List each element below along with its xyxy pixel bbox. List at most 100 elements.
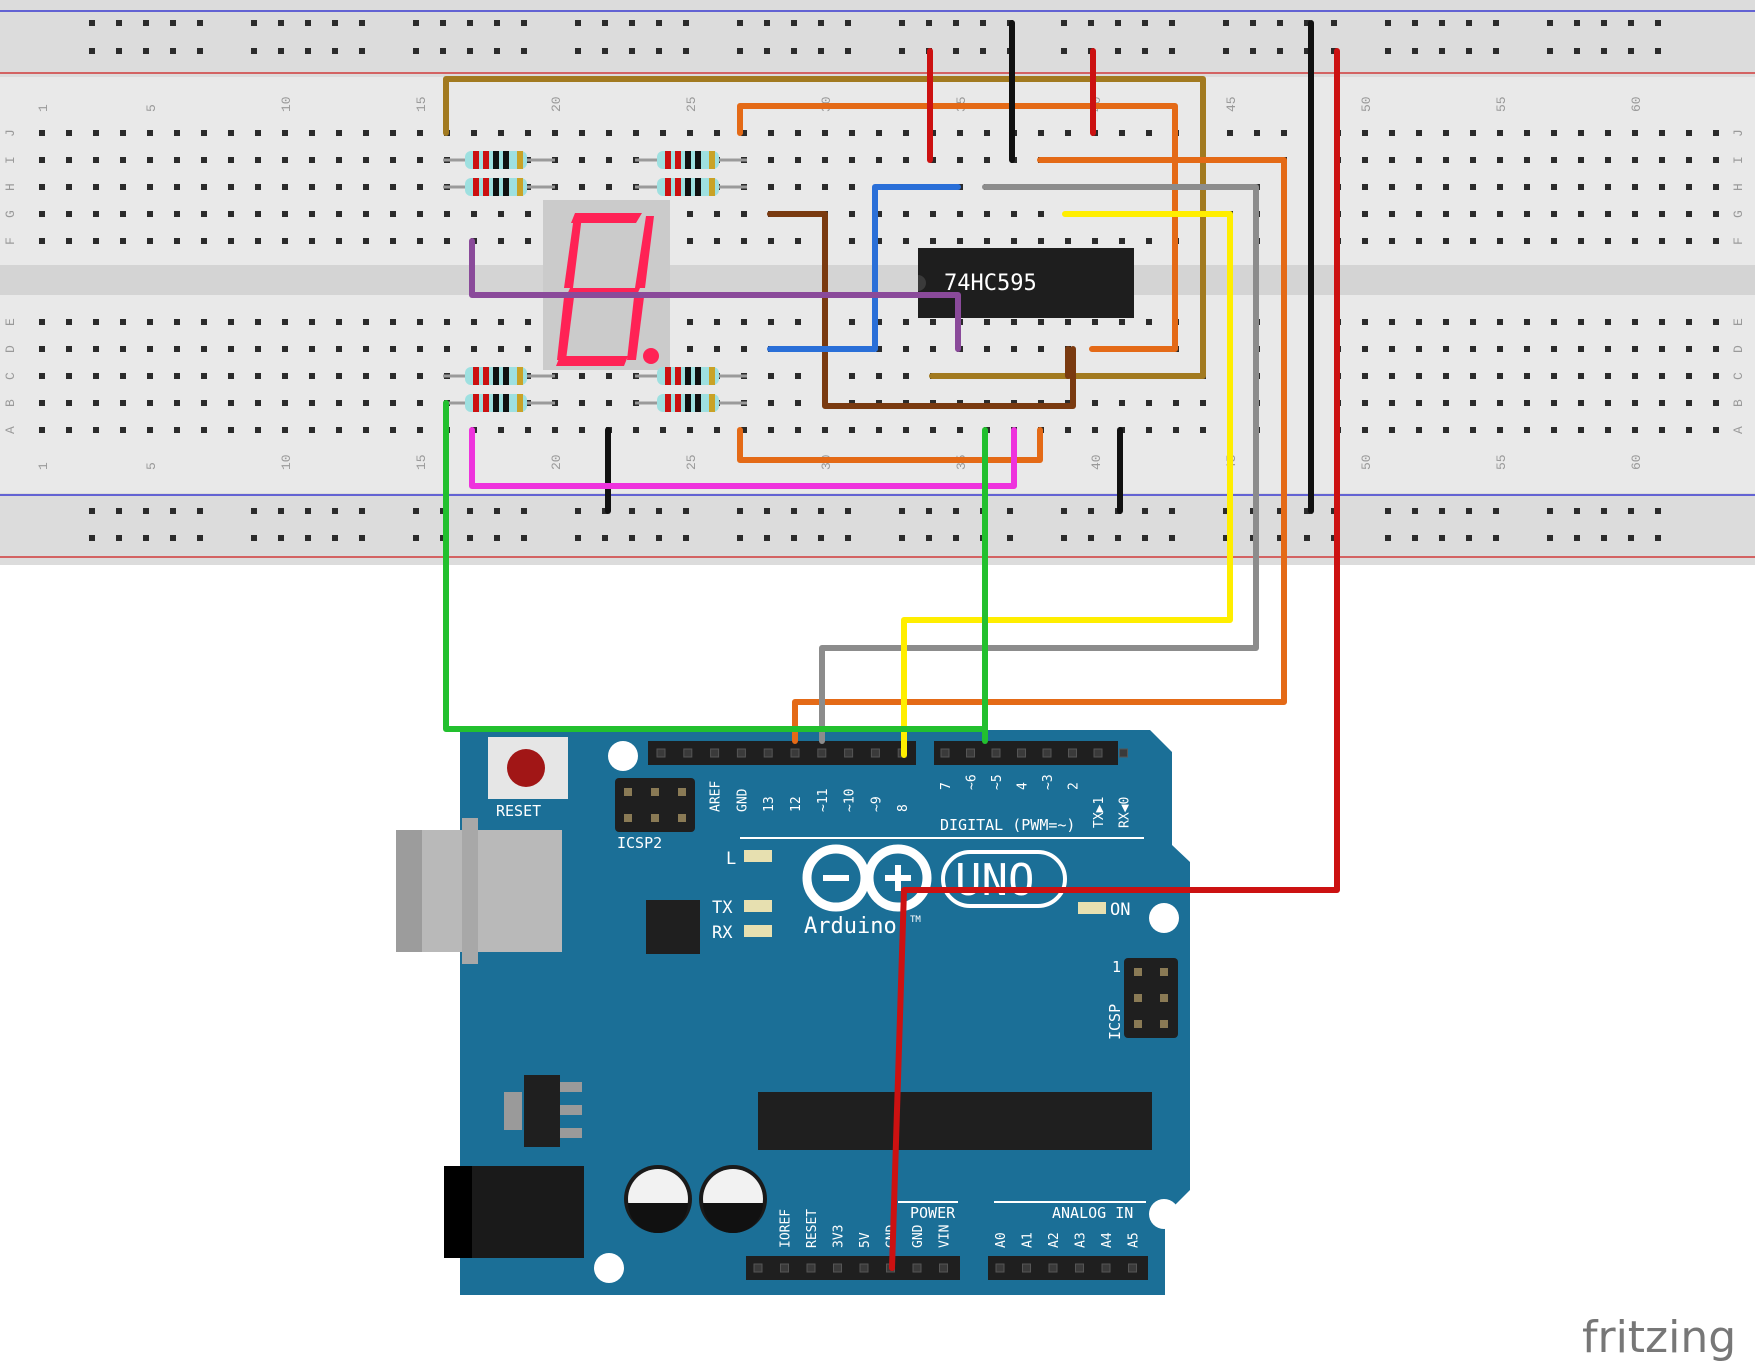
breadboard-hole bbox=[1389, 184, 1395, 190]
breadboard-hole bbox=[849, 427, 855, 433]
header-pin bbox=[833, 1263, 842, 1273]
breadboard-hole bbox=[1443, 319, 1449, 325]
breadboard-hole bbox=[795, 427, 801, 433]
column-number: 50 bbox=[1359, 96, 1374, 112]
breadboard-hole bbox=[1659, 238, 1665, 244]
breadboard-hole bbox=[876, 346, 882, 352]
rail-hole bbox=[521, 508, 527, 514]
breadboard-hole bbox=[1713, 319, 1719, 325]
resistor-band bbox=[517, 367, 523, 385]
breadboard-hole bbox=[579, 157, 585, 163]
breadboard-hole bbox=[1389, 319, 1395, 325]
rail-hole bbox=[1493, 508, 1499, 514]
resistor-band bbox=[695, 151, 701, 169]
rail-hole bbox=[1412, 508, 1418, 514]
breadboard-hole bbox=[741, 319, 747, 325]
rail-hole bbox=[1142, 508, 1148, 514]
header-pin bbox=[678, 788, 686, 796]
wire-olive bbox=[443, 76, 1206, 379]
rail-hole bbox=[1655, 20, 1661, 26]
rail-hole bbox=[116, 48, 122, 54]
rail-hole bbox=[737, 20, 743, 26]
rail-hole bbox=[1385, 535, 1391, 541]
rail-hole bbox=[602, 535, 608, 541]
breadboard-hole bbox=[1470, 319, 1476, 325]
breadboard-hole bbox=[903, 157, 909, 163]
breadboard-hole bbox=[1497, 373, 1503, 379]
rail-hole bbox=[1169, 535, 1175, 541]
breadboard-hole bbox=[201, 184, 207, 190]
rail-hole bbox=[1574, 20, 1580, 26]
rail-hole bbox=[521, 535, 527, 541]
row-letter: F bbox=[3, 237, 18, 245]
breadboard-hole bbox=[1362, 184, 1368, 190]
rail-hole bbox=[467, 20, 473, 26]
power-analog-header-pins bbox=[753, 1263, 1137, 1273]
rail-hole bbox=[926, 535, 932, 541]
wire-green-1 bbox=[443, 400, 988, 732]
rail-hole bbox=[926, 508, 932, 514]
resistor-band bbox=[503, 394, 509, 412]
breadboard-hole bbox=[1443, 184, 1449, 190]
header-pin bbox=[859, 1263, 869, 1273]
rail-hole bbox=[1061, 535, 1067, 541]
breadboard-hole bbox=[741, 211, 747, 217]
rail-hole bbox=[656, 535, 662, 541]
header-pin bbox=[1022, 1263, 1031, 1273]
header-pin bbox=[940, 748, 950, 758]
analog-pin-label: A0 bbox=[994, 1232, 1009, 1248]
breadboard-hole bbox=[120, 400, 126, 406]
breadboard-hole bbox=[1389, 400, 1395, 406]
rail-hole bbox=[305, 20, 311, 26]
breadboard-hole bbox=[687, 130, 693, 136]
reset-button[interactable] bbox=[507, 749, 545, 787]
breadboard-hole bbox=[1713, 157, 1719, 163]
breadboard-hole bbox=[984, 157, 990, 163]
row-letter: H bbox=[3, 183, 18, 191]
breadboard-hole bbox=[957, 211, 963, 217]
usb-connector-flange bbox=[462, 818, 478, 964]
rail-hole bbox=[197, 535, 203, 541]
analog-pin-label: A1 bbox=[1021, 1232, 1036, 1248]
breadboard-hole bbox=[201, 157, 207, 163]
breadboard-hole bbox=[1416, 157, 1422, 163]
breadboard-hole bbox=[363, 238, 369, 244]
column-number: 10 bbox=[279, 454, 294, 470]
breadboard-hole bbox=[1551, 238, 1557, 244]
breadboard-hole bbox=[1497, 346, 1503, 352]
mounting-hole bbox=[1149, 1199, 1179, 1229]
breadboard-hole bbox=[903, 319, 909, 325]
rail-hole bbox=[170, 48, 176, 54]
digital-pin-label: AREF bbox=[709, 781, 724, 812]
breadboard-hole bbox=[1551, 400, 1557, 406]
breadboard-hole bbox=[876, 157, 882, 163]
breadboard-hole bbox=[390, 427, 396, 433]
breadboard-hole bbox=[1389, 211, 1395, 217]
breadboard-hole bbox=[309, 400, 315, 406]
breadboard-hole bbox=[444, 211, 450, 217]
breadboard-hole bbox=[1200, 400, 1206, 406]
resistor-band bbox=[709, 394, 715, 412]
breadboard-hole bbox=[876, 238, 882, 244]
analog-pin-label: A5 bbox=[1127, 1232, 1142, 1248]
breadboard-hole bbox=[1524, 157, 1530, 163]
breadboard-hole bbox=[1605, 319, 1611, 325]
icsp2-pins bbox=[624, 788, 686, 822]
breadboard-hole bbox=[309, 211, 315, 217]
breadboard-hole bbox=[1686, 319, 1692, 325]
rail-hole bbox=[1223, 20, 1229, 26]
rail-hole bbox=[440, 48, 446, 54]
rail-hole bbox=[953, 48, 959, 54]
breadboard-hole bbox=[39, 427, 45, 433]
breadboard-hole bbox=[282, 319, 288, 325]
rail-hole bbox=[494, 48, 500, 54]
breadboard-hole bbox=[768, 238, 774, 244]
breadboard-hole bbox=[1119, 130, 1125, 136]
breadboard-hole bbox=[1659, 184, 1665, 190]
breadboard-hole bbox=[147, 157, 153, 163]
breadboard-hole bbox=[1551, 373, 1557, 379]
rail-hole bbox=[629, 508, 635, 514]
rail-hole bbox=[1223, 508, 1229, 514]
resistor bbox=[443, 394, 555, 412]
resistor-band bbox=[665, 151, 671, 169]
